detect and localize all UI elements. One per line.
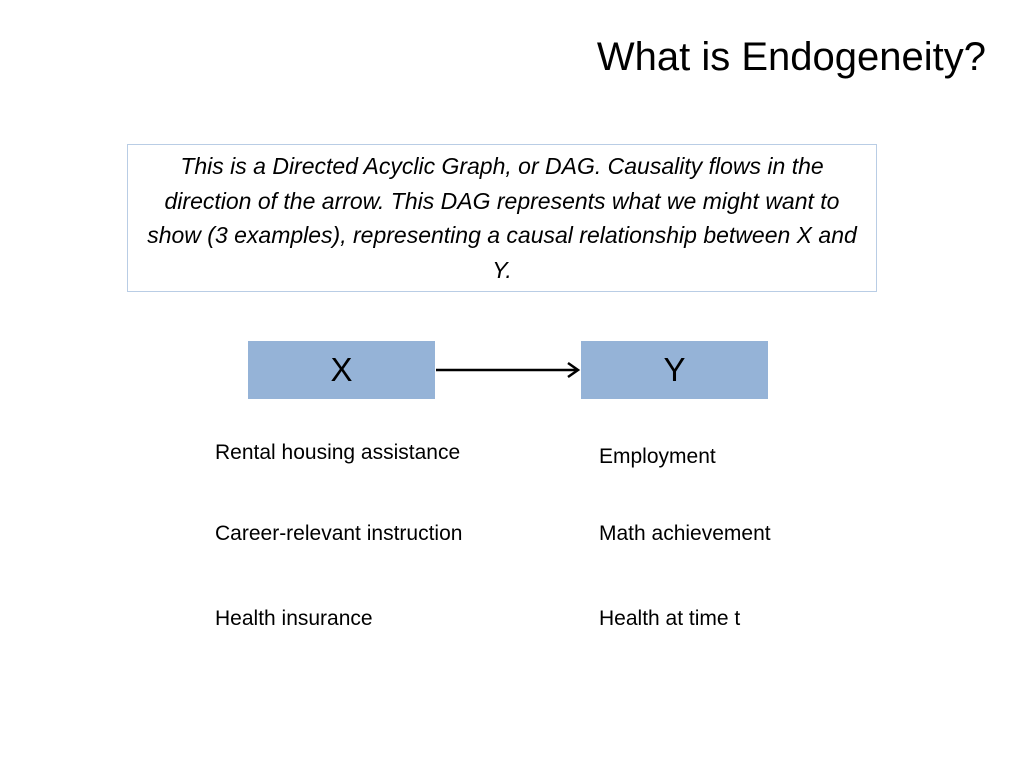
example-3-outcome: Health at time t	[599, 607, 741, 630]
dag-node-x: X	[248, 341, 435, 399]
example-1-cause: Rental housing assistance	[215, 441, 461, 464]
dag-node-y: Y	[581, 341, 768, 399]
arrow-head	[567, 361, 581, 379]
example-1-outcome: Employment	[599, 445, 716, 468]
causal-arrow	[436, 361, 581, 379]
dag-description-callout: This is a Directed Acyclic Graph, or DAG…	[127, 144, 877, 292]
callout-text: This is a Directed Acyclic Graph, or DAG…	[147, 153, 857, 283]
example-2-cause: Career-relevant instruction	[215, 522, 463, 545]
example-3-cause: Health insurance	[215, 607, 373, 630]
example-2-outcome: Math achievement	[599, 522, 771, 545]
slide-title: What is Endogeneity?	[596, 35, 986, 79]
